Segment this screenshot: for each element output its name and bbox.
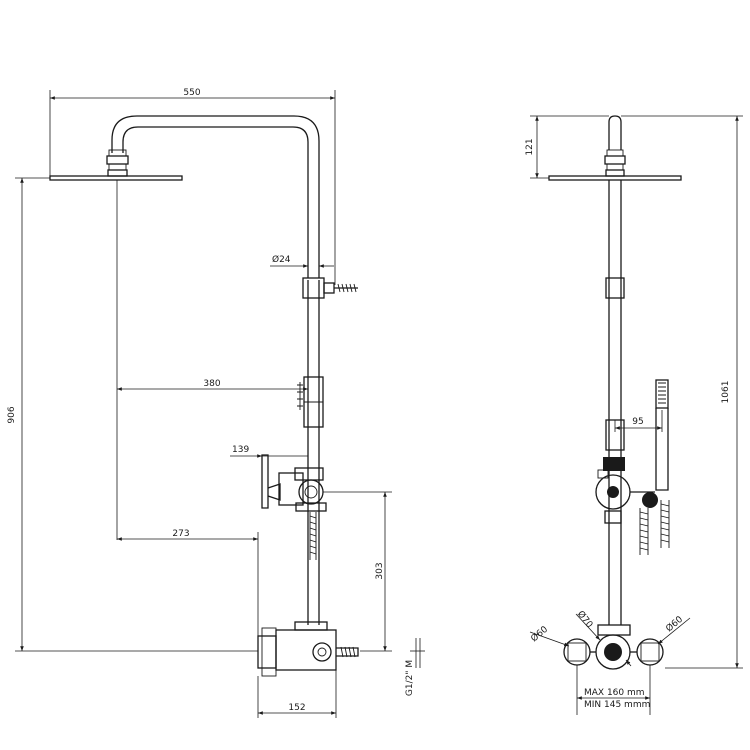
dim-303-label: 303 <box>375 562 385 579</box>
dim-303: 303 <box>323 491 392 652</box>
dim-906: 906 <box>7 177 258 652</box>
dim-diversion-diameter-label: Ø70 <box>575 609 595 631</box>
dim-max-centres-label: MAX 160 mm <box>584 688 645 698</box>
dim-pipe-diameter-label: Ø24 <box>272 254 291 265</box>
dim-121: 121 <box>525 115 609 179</box>
dim-273-label: 273 <box>172 529 189 539</box>
dim-139: 139 <box>230 445 308 458</box>
dim-1061-label: 1061 <box>721 381 731 404</box>
dim-152: 152 <box>257 670 337 718</box>
side-diverter <box>595 457 655 524</box>
dim-273: 273 <box>117 529 259 636</box>
dim-centres: MAX 160 mm MIN 145 mmm <box>576 665 651 715</box>
dim-right-handle-diameter: Ø60 <box>657 614 691 645</box>
overhead-arm <box>111 115 320 278</box>
handset-on-riser <box>297 382 303 410</box>
dim-min-centres-label: MIN 145 mmm <box>584 700 650 710</box>
front-view: 550 906 Ø24 380 139 <box>7 88 425 718</box>
dim-139-label: 139 <box>232 445 249 455</box>
dim-1061: 1061 <box>621 115 743 669</box>
dim-95-label: 95 <box>632 417 643 427</box>
side-view: 121 1061 95 Ø70 Ø60 <box>525 115 743 715</box>
side-handset <box>642 379 669 508</box>
shower-hose <box>309 512 317 560</box>
dim-left-handle-diameter: Ø60 <box>529 624 570 647</box>
side-riser <box>605 180 625 625</box>
riser-pipe <box>302 277 325 625</box>
dim-380-label: 380 <box>203 379 220 389</box>
dim-380: 380 <box>116 180 308 540</box>
dim-left-handle-label: Ø60 <box>529 624 550 645</box>
dim-906-label: 906 <box>7 406 17 423</box>
dim-inlet-thread-label: G1/2" M <box>405 660 415 696</box>
dim-121-label: 121 <box>525 138 535 155</box>
side-rain-head <box>548 175 682 181</box>
dim-right-handle-label: Ø60 <box>664 614 685 635</box>
rain-shower-head <box>49 175 183 181</box>
handset-bracket-diverter <box>261 454 327 512</box>
dim-95: 95 <box>614 410 663 432</box>
dim-pipe-diameter: Ø24 <box>270 254 334 268</box>
wall-bracket-screw <box>323 282 358 294</box>
dim-152-label: 152 <box>288 703 305 713</box>
dim-inlet-thread: G1/2" M <box>405 638 425 696</box>
side-valve <box>563 624 664 670</box>
dim-550-label: 550 <box>183 88 200 98</box>
thermostatic-valve-body <box>257 621 359 677</box>
shower-head-connector <box>106 149 129 177</box>
side-head-connector <box>604 115 626 177</box>
side-hoses <box>639 500 670 555</box>
dim-550: 550 <box>49 88 336 285</box>
